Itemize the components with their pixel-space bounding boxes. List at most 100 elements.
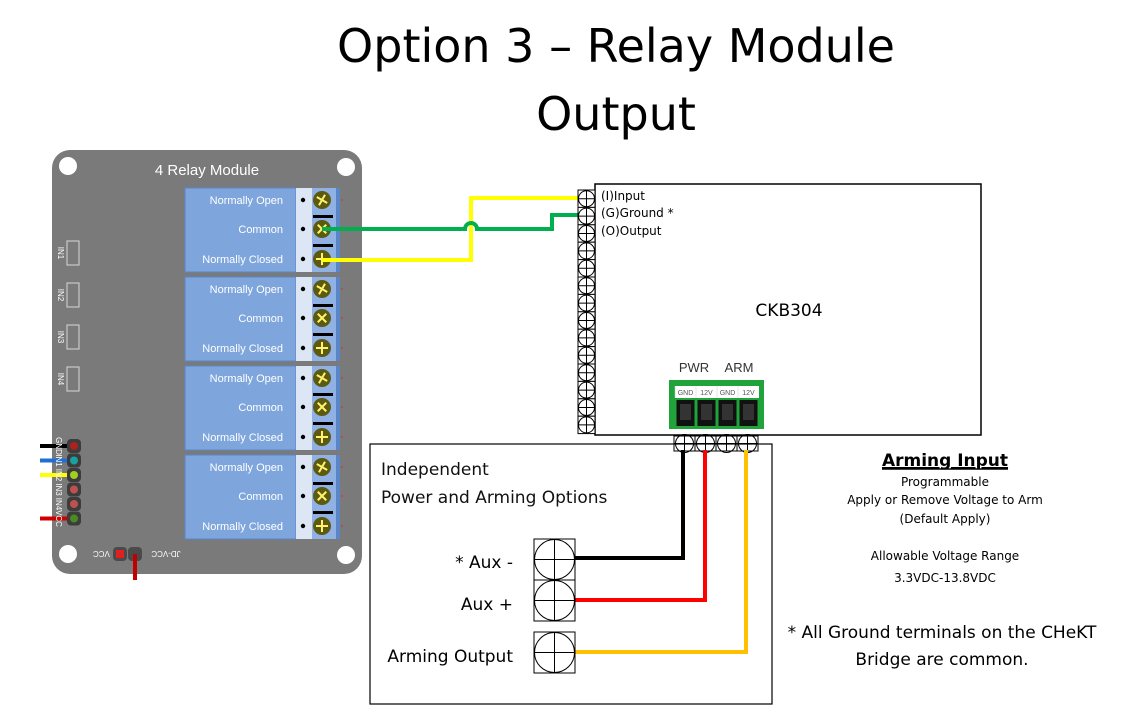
terminal-block-label: 12V <box>700 390 713 397</box>
relay-3-nc-label: Normally Closed <box>202 432 283 444</box>
terminal-divider <box>313 215 333 218</box>
arming-input-line-2: Apply or Remove Voltage to Arm <box>847 493 1043 507</box>
title-line-1: Option 3 – Relay Module <box>337 19 895 73</box>
contact-dot <box>300 375 306 381</box>
terminal-divider <box>313 244 333 247</box>
terminal-block-label: GND <box>720 390 736 397</box>
relay-2-com-label: Common <box>238 313 283 325</box>
header-pin-in2: IN2 <box>40 468 81 482</box>
relay-2-nc-label: Normally Closed <box>202 343 283 355</box>
arm-label: ARM <box>725 360 754 375</box>
wire-black-aux-minus <box>574 450 685 560</box>
svg-text:IN1: IN1 <box>54 454 63 467</box>
terminal-divider <box>313 333 333 336</box>
svg-text:IN3: IN3 <box>56 331 65 344</box>
ckb304-device: (I)Input (G)Ground * (O)Output CKB304 PW… <box>577 183 982 453</box>
box-title-line-1: Independent <box>381 460 489 480</box>
wire-red-aux-plus <box>574 450 707 602</box>
relay-4-no-label: Normally Open <box>210 462 283 474</box>
svg-text:IN4: IN4 <box>56 373 65 386</box>
title-line-2: Output <box>536 87 696 141</box>
terminal-block-label: GND <box>678 390 694 397</box>
header-pin-in3: IN3 <box>54 482 81 497</box>
contact-dot <box>300 464 306 470</box>
svg-text:IN1: IN1 <box>56 247 65 260</box>
relay-1-no-label: Normally Open <box>210 195 283 207</box>
svg-text:VCC: VCC <box>54 510 63 527</box>
contact-dot <box>300 523 306 529</box>
aux-minus-label: * Aux - <box>455 553 513 573</box>
ckb304-box <box>594 183 982 436</box>
mount-hole <box>337 158 355 176</box>
terminal-label-input: (I)Input <box>601 189 645 203</box>
contact-dot <box>300 315 306 321</box>
contact-dot <box>300 404 306 410</box>
header-pin-vcc: VCC <box>40 510 81 527</box>
header-pin-in4: IN4 <box>54 497 81 511</box>
relay-module: 4 Relay Module IN1 IN2 IN3 IN4 Normally … <box>40 150 362 580</box>
contact-dot <box>300 286 306 292</box>
mount-hole <box>337 546 355 564</box>
terminal-divider <box>313 393 333 396</box>
ckb304-name: CKB304 <box>755 301 822 321</box>
wire-gold-arming <box>574 450 748 654</box>
arming-input-line-3: (Default Apply) <box>900 512 991 526</box>
arming-input-line-1: Programmable <box>901 475 989 489</box>
independent-box-frame <box>369 443 773 705</box>
voltage-range-value: 3.3VDC-13.8VDC <box>894 571 996 585</box>
contact-dot <box>300 434 306 440</box>
voltage-range-label: Allowable Voltage Range <box>871 549 1019 563</box>
jumper-label-vcc: VCC <box>93 549 110 558</box>
vcc-jumper: VCC JD-VCC <box>93 547 181 580</box>
input-led-3: IN3 <box>56 324 80 350</box>
input-led-1: IN1 <box>56 240 80 266</box>
arming-input-info: Arming Input Programmable Apply or Remov… <box>847 451 1043 585</box>
contact-dot <box>300 226 306 232</box>
contact-dot <box>300 197 306 203</box>
input-led-2: IN2 <box>56 282 80 308</box>
jumper-label-jd-vcc: JD-VCC <box>151 549 181 558</box>
aux-plus-label: Aux + <box>461 595 513 615</box>
input-led-4: IN4 <box>56 366 80 392</box>
relay-4-com-label: Common <box>238 491 283 503</box>
header-pin-in1: IN1 <box>40 453 81 468</box>
svg-text:IN2: IN2 <box>54 469 63 482</box>
arming-output-terminal <box>533 631 576 674</box>
contact-dot <box>300 345 306 351</box>
box-title-line-2: Power and Arming Options <box>381 488 607 508</box>
header-pin-gnd: GND <box>40 437 81 455</box>
pwr-arm-terminal-block: GND 12V GND 12V <box>669 380 764 429</box>
contact-dot <box>300 256 306 262</box>
relay-module-title: 4 Relay Module <box>155 162 259 179</box>
relay-1-nc-label: Normally Closed <box>202 254 283 266</box>
terminal-divider <box>313 482 333 485</box>
svg-text:IN4: IN4 <box>54 498 63 511</box>
ckb304-left-terminal-strip <box>577 189 596 435</box>
wire-green-com-to-ground <box>322 213 582 231</box>
aux-plus-terminal <box>533 579 576 622</box>
terminal-divider <box>313 511 333 514</box>
svg-text:GND: GND <box>54 437 63 455</box>
ground-note-line-1: * All Ground terminals on the CHeKT <box>788 623 1097 643</box>
mount-hole <box>59 157 77 175</box>
relay-1-com-label: Common <box>238 224 283 236</box>
terminal-divider <box>313 422 333 425</box>
relay-3-no-label: Normally Open <box>210 373 283 385</box>
terminal-label-ground: (G)Ground * <box>601 206 674 220</box>
terminal-label-output: (O)Output <box>601 224 662 238</box>
relay-3-com-label: Common <box>238 402 283 414</box>
arming-output-label: Arming Output <box>387 647 513 667</box>
pwr-label: PWR <box>679 360 709 375</box>
wire-yellow-nc-to-input <box>322 196 582 262</box>
relay-2-no-label: Normally Open <box>210 284 283 296</box>
svg-text:IN2: IN2 <box>56 289 65 302</box>
mount-hole <box>59 545 77 563</box>
arming-input-heading: Arming Input <box>882 451 1008 471</box>
terminal-block-label: 12V <box>742 390 755 397</box>
relay-4-nc-label: Normally Closed <box>202 521 283 533</box>
